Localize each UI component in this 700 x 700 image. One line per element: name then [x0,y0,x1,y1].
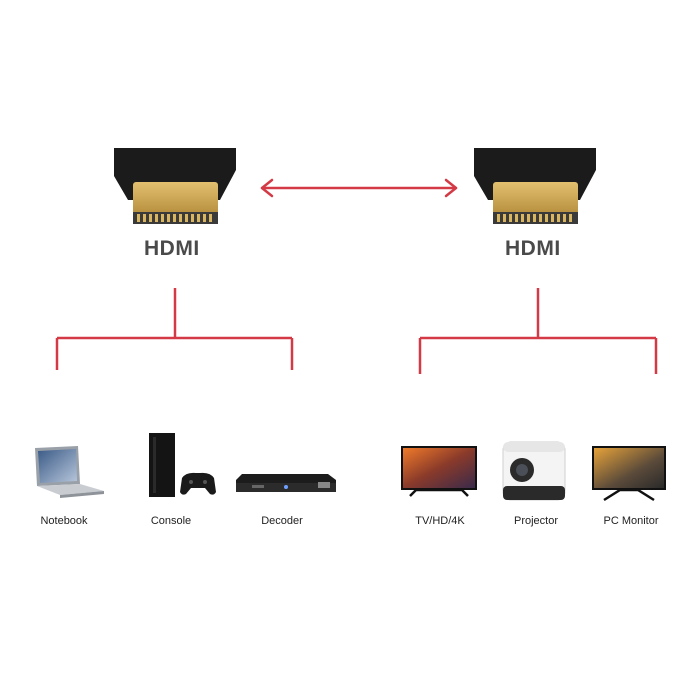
left-branch-connector [55,288,294,370]
device-label-tv: TV/HD/4K [415,515,465,527]
tv-icon [401,446,477,497]
hdmi-label-right: HDMI [505,237,561,260]
device-label-monitor: PC Monitor [603,515,659,527]
right-branch-connector [418,288,658,374]
hdmi-label-left: HDMI [144,237,200,260]
hdmi-plug-left-icon [114,148,236,224]
device-label-console: Console [150,515,192,527]
device-label-notebook: Notebook [40,515,88,527]
device-label-decoder: Decoder [261,515,303,527]
game-console-icon [149,433,216,497]
monitor-icon [592,446,666,502]
bidirectional-arrow-icon [260,178,458,198]
device-label-projector: Projector [513,515,559,527]
hdmi-plug-right-icon [474,148,596,224]
set-top-box-icon [236,474,336,492]
projector-icon [502,441,566,501]
laptop-icon [35,446,104,498]
